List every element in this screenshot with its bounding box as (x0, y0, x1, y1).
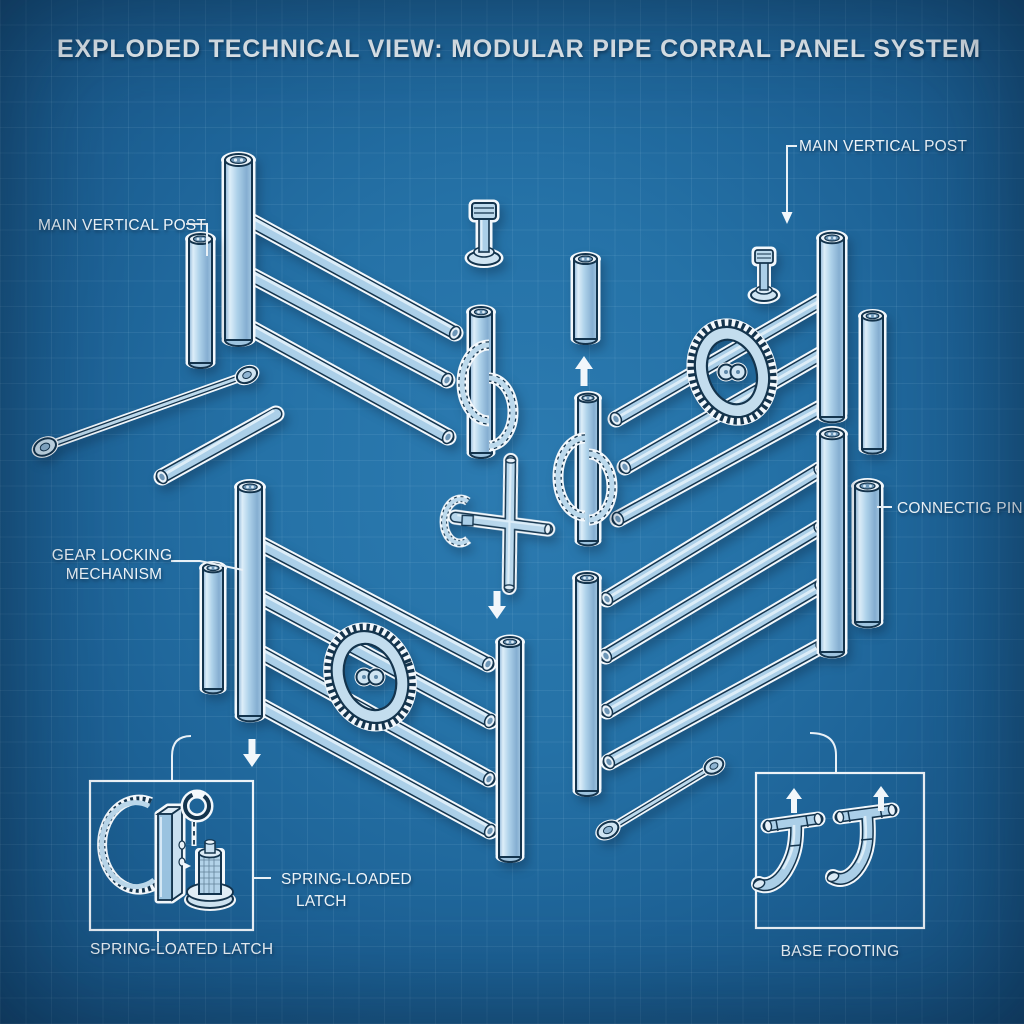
vertical-post (572, 570, 602, 797)
center-post-gear (552, 391, 618, 547)
page-title: EXPLODED TECHNICAL VIEW: MODULAR PIPE CO… (57, 35, 981, 63)
caption-spring-latch: SPRING-LOATED LATCH (90, 941, 273, 958)
up-arrow-icon (575, 356, 593, 386)
down-arrow-icon (488, 591, 506, 619)
base-footing-detail (751, 786, 900, 894)
connector-rod (31, 364, 260, 458)
label-connecting-pin: CONNECTIG PIN (897, 500, 1023, 517)
rail (609, 397, 833, 528)
vertical-post (816, 230, 848, 424)
down-arrow-icon (243, 739, 261, 767)
leader-line (809, 732, 837, 773)
gear-hub (716, 362, 748, 382)
vertical-post (816, 426, 848, 659)
up-arrow-icon (786, 788, 802, 813)
gear-arc (456, 339, 490, 427)
up-arrow-icon (873, 786, 889, 811)
rail (250, 696, 499, 840)
bolt-pin (747, 246, 781, 304)
panel-bottom-right (572, 426, 848, 797)
gear-ring (686, 318, 778, 426)
vertical-post (221, 151, 256, 347)
j-hook-foot (751, 811, 826, 894)
j-hook-foot (825, 802, 900, 887)
caption-base-footing: BASE FOOTING (781, 943, 900, 960)
panel-top-right (607, 230, 848, 528)
panel-bottom-left (234, 479, 525, 863)
label-spring-loaded-line2: LATCH (296, 893, 347, 910)
rail (242, 530, 497, 673)
gear-ring (323, 622, 417, 732)
vertical-post (495, 634, 525, 863)
gear-arc (488, 372, 519, 452)
gear-arc (439, 494, 472, 548)
gear-arc (552, 432, 618, 526)
vertical-post (234, 479, 266, 723)
loose-post (858, 309, 887, 455)
inset-box-spring-latch (88, 779, 255, 932)
rail (598, 577, 829, 720)
loose-post (185, 231, 216, 369)
label-spring-loaded-line1: SPRING-LOADED (281, 871, 412, 888)
rail (234, 262, 456, 389)
rail (598, 461, 828, 608)
gear-hub (354, 667, 386, 687)
leader-line (171, 560, 244, 571)
loose-post (199, 561, 227, 695)
rail (247, 586, 499, 730)
leader-line (171, 735, 192, 781)
leader-line (186, 223, 208, 256)
inset-box-base-footing (754, 771, 926, 930)
label-gear-locking-line1: GEAR LOCKING (52, 547, 172, 564)
down-arrowhead-icon (781, 212, 793, 224)
center-post-top (570, 251, 601, 345)
leader-line (786, 145, 797, 212)
connector-rod (595, 756, 726, 841)
rail (607, 288, 836, 428)
label-main-vertical-post-left: MAIN VERTICAL POST (38, 217, 206, 234)
spring-latch-detail (97, 789, 236, 911)
bolt-pin (464, 199, 504, 268)
connecting-pin (851, 478, 884, 629)
label-main-vertical-post-right: MAIN VERTICAL POST (799, 138, 967, 155)
loose-rail (153, 405, 285, 486)
label-gear-locking-line2: MECHANISM (66, 566, 163, 583)
rail (234, 208, 464, 342)
cross-connector (439, 452, 556, 595)
rail (600, 637, 830, 771)
panel-top-left (221, 151, 519, 459)
